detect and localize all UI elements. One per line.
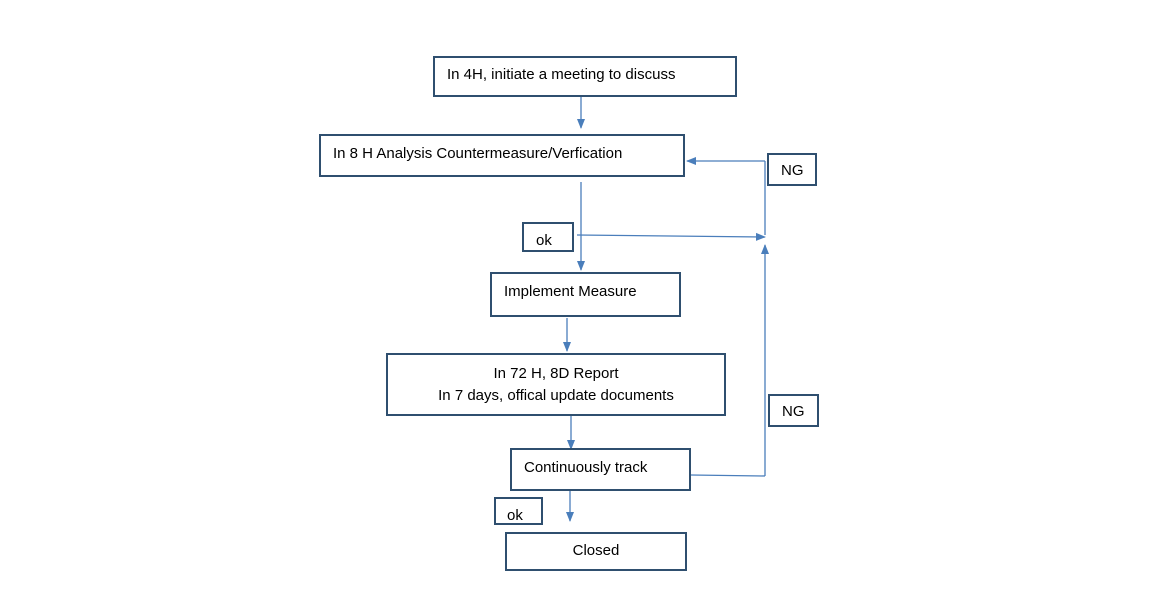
node-report-line2: In 7 days, offical update documents	[438, 387, 674, 404]
node-meeting-label: In 4H, initiate a meeting to discuss	[447, 66, 676, 83]
node-analysis: In 8 H Analysis Countermeasure/Verficati…	[319, 134, 685, 177]
node-implement-label: Implement Measure	[504, 283, 637, 300]
node-track: Continuously track	[510, 448, 691, 491]
ok-label-lower-text: ok	[507, 507, 523, 524]
ok-label-upper: ok	[522, 222, 574, 252]
node-closed-label: Closed	[572, 542, 620, 559]
node-meeting: In 4H, initiate a meeting to discuss	[433, 56, 737, 97]
node-implement: Implement Measure	[490, 272, 681, 317]
ok-label-upper-text: ok	[536, 232, 552, 249]
ok-label-lower: ok	[494, 497, 543, 525]
ng-label-upper-text: NG	[781, 162, 804, 179]
ng-label-lower-text: NG	[782, 403, 805, 420]
ng-label-upper: NG	[767, 153, 817, 186]
node-report: In 72 H, 8D Report In 7 days, offical up…	[386, 353, 726, 416]
ng-label-lower: NG	[768, 394, 819, 427]
node-report-line1: In 72 H, 8D Report	[493, 365, 619, 382]
node-track-label: Continuously track	[524, 459, 648, 476]
arrow-ok-to-ng-loop	[576, 232, 766, 241]
node-closed: Closed	[505, 532, 687, 571]
node-analysis-label: In 8 H Analysis Countermeasure/Verficati…	[333, 145, 623, 162]
line-track-to-ng-loop	[690, 474, 766, 477]
